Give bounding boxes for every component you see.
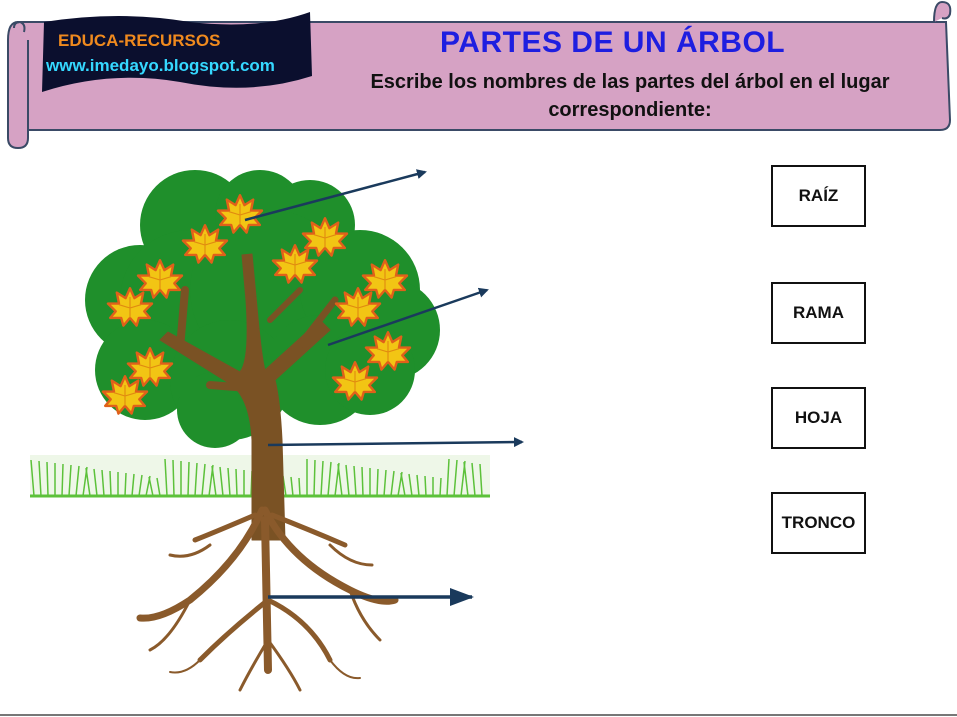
grass-blade [227,467,231,497]
grass-blade [400,472,406,497]
brand-url: www.imedayo.blogspot.com [46,56,275,75]
grass-blade [219,466,224,497]
pointer-arrow-icon [267,437,524,448]
grass-blade [463,461,469,497]
grass-blade [383,469,387,497]
grass-blade [148,476,154,497]
grass-blade [361,466,364,497]
answer-slot-root[interactable] [480,582,680,612]
grass-blade [85,467,91,497]
word-card-tronco[interactable]: TRONCO [771,492,866,554]
grass-blade [93,468,98,497]
grass-blade [61,463,64,497]
tree-trunk [159,253,339,541]
pointer-arrow-icon [327,287,489,347]
grass-blade [337,463,343,497]
grass-blade [156,477,161,497]
grass-blade [345,464,350,497]
pointer-arrow-icon [244,169,427,222]
pointer-arrows [244,169,524,606]
grass-blade [46,461,49,497]
grass-blade [298,477,301,497]
grass-blade [320,460,324,497]
grass-blade [101,469,105,497]
grass-blade [416,474,420,497]
grass-blade [453,459,458,497]
grass-blade [211,465,217,497]
grass-blade [446,458,450,497]
answer-slot-branch[interactable] [494,275,694,305]
grass-blade [131,473,135,497]
tree-roots [136,506,399,692]
grass-blade [194,462,198,497]
grass-blade [164,458,168,497]
grass-blade [439,477,442,497]
grass-blade [172,459,175,497]
grass-blade [313,459,316,497]
brand-ribbon [42,12,312,92]
answer-slot-leaf[interactable] [432,156,632,186]
grass-blade [38,460,42,497]
answer-slot-trunk[interactable] [530,427,730,457]
grass-blade [376,468,379,497]
grass-blade [390,470,395,497]
grass-blade [75,465,80,497]
grass-blade [30,459,35,497]
instructions-text: Escribe los nombres de las partes del ár… [370,71,890,121]
grass-blade [201,463,206,497]
grass-blade [290,476,294,497]
grass-blade [187,461,190,497]
grass-blade [479,463,483,497]
grass-blade [138,474,143,497]
grass-blade [408,473,413,497]
word-card-hoja[interactable]: HOJA [771,387,866,449]
word-card-raiz[interactable]: RAÍZ [771,165,866,227]
grass-blade [327,461,332,497]
word-card-rama[interactable]: RAMA [771,282,866,344]
grass-blade [353,465,357,497]
brand-name: EDUCA-RECURSOS [58,31,221,50]
page-title: PARTES DE UN ÁRBOL [440,26,786,59]
grass-blade [235,468,238,497]
grass-blade [109,470,112,497]
grass-blade [68,464,72,497]
grass-blade [471,462,476,497]
grass-blade [124,472,127,497]
grass-blade [424,475,427,497]
